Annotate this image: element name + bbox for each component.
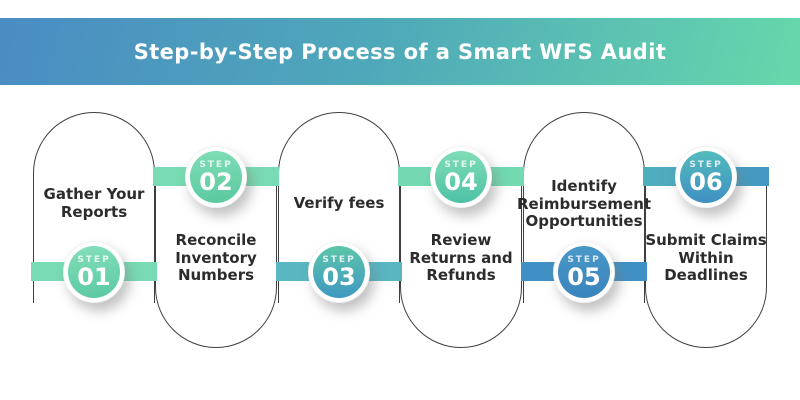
step-06-badge: STEP 06 <box>675 146 737 208</box>
step-06-label-line: Deadlines <box>664 266 748 284</box>
step-02-label-line: Inventory <box>175 248 257 267</box>
step-06-column: Submit Claims Within Deadlines STEP 06 <box>643 0 769 400</box>
step-02-badge-number: 02 <box>199 167 233 196</box>
step-03-badge-word: STEP <box>322 254 356 265</box>
step-03-column: Verify fees STEP 03 <box>276 0 402 400</box>
step-05-badge-word: STEP <box>567 254 601 265</box>
step-02-badge: STEP 02 <box>185 146 247 208</box>
step-04-label-line: Refunds <box>426 266 496 284</box>
step-04-label: Review Returns and Refunds <box>394 231 528 285</box>
step-02-badge-word: STEP <box>199 159 233 170</box>
step-06-label: Submit Claims Within Deadlines <box>639 231 773 285</box>
step-05-label-line: Identify <box>551 177 617 195</box>
step-05-label-line: Reimbursement <box>517 194 652 213</box>
step-06-badge-number: 06 <box>689 167 723 196</box>
step-05-badge: STEP 05 <box>553 241 615 303</box>
step-04-label-line: Returns and <box>409 248 513 267</box>
step-06-label-line: Submit Claims <box>645 231 767 249</box>
step-02-label-line: Reconcile <box>175 231 257 249</box>
step-02-label: Reconcile Inventory Numbers <box>149 231 283 285</box>
step-04-badge-word: STEP <box>444 159 478 170</box>
step-04-column: Review Returns and Refunds STEP 04 <box>398 0 524 400</box>
step-01-badge-number: 01 <box>77 262 111 291</box>
step-03-label-line: Verify fees <box>293 194 385 212</box>
step-01-label-line: Reports <box>60 202 128 221</box>
step-01-column: Gather Your Reports STEP 01 <box>31 0 157 400</box>
step-02-label-line: Numbers <box>177 266 255 284</box>
step-03-badge-number: 03 <box>322 262 356 291</box>
step-01-badge-word: STEP <box>77 254 111 265</box>
step-06-badge-word: STEP <box>689 159 723 170</box>
step-01-label-line: Gather Your <box>43 185 145 203</box>
page-title: Step-by-Step Process of a Smart WFS Audi… <box>133 39 667 64</box>
step-05-column: Identify Reimbursement Opportunities STE… <box>517 0 651 400</box>
step-03-label: Verify fees <box>272 194 406 213</box>
step-03-badge: STEP 03 <box>308 241 370 303</box>
step-04-badge: STEP 04 <box>430 146 492 208</box>
step-05-label-line: Opportunities <box>525 212 643 230</box>
step-05-label: Identify Reimbursement Opportunities <box>517 177 652 231</box>
step-01-badge: STEP 01 <box>63 241 125 303</box>
title-banner: Step-by-Step Process of a Smart WFS Audi… <box>0 18 800 85</box>
step-02-column: Reconcile Inventory Numbers STEP 02 <box>153 0 279 400</box>
step-04-label-line: Review <box>430 231 492 249</box>
step-06-label-line: Within <box>678 248 734 267</box>
step-04-badge-number: 04 <box>444 167 478 196</box>
step-05-badge-number: 05 <box>567 262 601 291</box>
step-01-label: Gather Your Reports <box>27 185 161 221</box>
